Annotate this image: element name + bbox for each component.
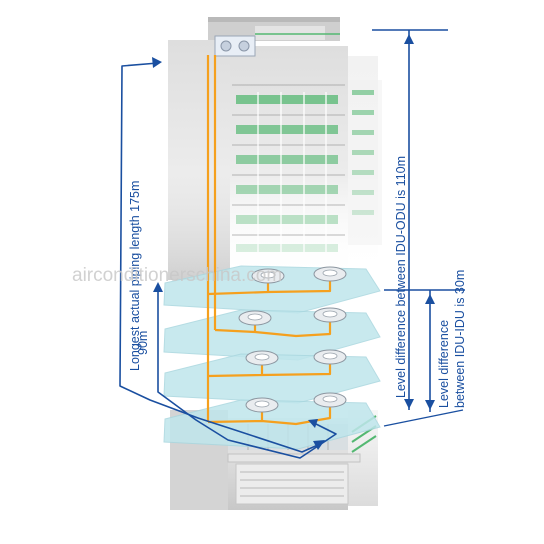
cassette-unit-icon	[313, 392, 347, 408]
cassette-unit-icon	[245, 397, 279, 413]
level-idu-idu-label-line1: Level difference	[437, 320, 451, 408]
arrow-head-icon	[425, 294, 435, 304]
entrance-slats	[240, 471, 344, 497]
base-canopy	[227, 453, 361, 463]
piping-90m-path	[157, 288, 337, 459]
floor-plate-4	[163, 399, 381, 450]
level-idu-idu-label-line2: between IDU-IDU is 30m	[453, 270, 467, 408]
arrow-head-icon	[425, 400, 435, 410]
upper-tower	[168, 17, 382, 280]
tower-left-fade	[168, 40, 230, 280]
cassette-unit-icon	[245, 350, 279, 366]
watermark: airconditionerschina.com	[72, 265, 282, 286]
cassette-unit-icon	[238, 310, 272, 326]
outdoor-unit-icon	[214, 35, 256, 57]
green-windows	[236, 90, 374, 252]
cassette-unit-icon	[251, 268, 285, 284]
refrigerant-piping	[206, 55, 332, 426]
piping-90m-label: 90m	[136, 331, 150, 355]
arrow-head-icon	[308, 419, 318, 428]
dimension-lines	[119, 29, 465, 459]
cassette-unit-icon	[313, 307, 347, 323]
longest-piping-path	[119, 62, 321, 453]
cassette-unit-icon	[313, 349, 347, 365]
roof-parapet	[255, 26, 325, 40]
roof-cap	[208, 17, 340, 22]
arrow-head-icon	[404, 34, 414, 44]
arrow-head-icon	[404, 399, 414, 409]
base-entrance	[235, 463, 349, 505]
level-idu-odu-label: Level difference between IDU-ODU is 110m	[394, 156, 408, 398]
cassette-unit-icon	[313, 266, 347, 282]
longest-piping-label: Longest actual piping length 175m	[128, 181, 142, 371]
indoor-units	[238, 266, 347, 413]
arrow-head-icon	[153, 282, 163, 292]
arrow-head-icon	[152, 57, 162, 68]
ground-reference-line	[383, 409, 464, 427]
window-mullions	[257, 92, 327, 255]
tower-side-panel	[348, 80, 382, 245]
floor-plate-2	[163, 309, 381, 361]
